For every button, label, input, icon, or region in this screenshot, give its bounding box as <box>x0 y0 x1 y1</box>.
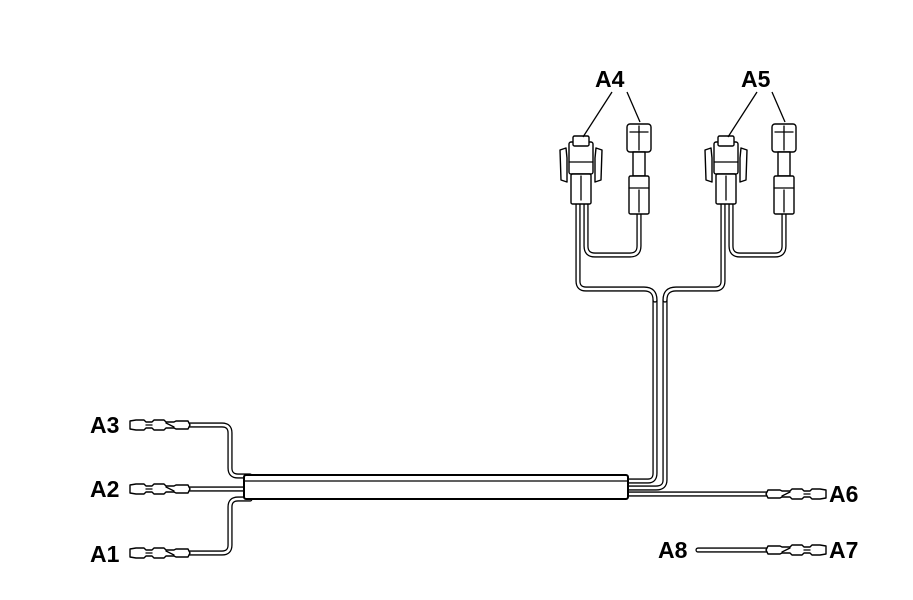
terminal-a2 <box>129 483 191 495</box>
connector-a4-plug <box>626 123 652 215</box>
wire-to-a4 <box>575 197 658 303</box>
terminal-a7 <box>765 544 827 556</box>
label-a8: A8 <box>658 537 688 563</box>
label-a3: A3 <box>90 412 119 438</box>
label-a7: A7 <box>829 537 858 563</box>
trunk-riser <box>617 297 668 491</box>
label-a4: A4 <box>595 66 625 92</box>
label-a5: A5 <box>741 66 771 92</box>
terminal-a3 <box>129 419 191 431</box>
connector-a4-latch <box>559 135 603 205</box>
label-a6: A6 <box>829 481 858 507</box>
wire-to-a5 <box>662 197 787 303</box>
wire-a1 <box>187 496 253 556</box>
leader-a5 <box>727 91 786 138</box>
leader-a4 <box>582 91 641 138</box>
connector-a5-plug <box>771 123 797 215</box>
wire-a3 <box>187 422 253 479</box>
terminal-a1 <box>129 547 191 559</box>
harness-sleeve <box>243 474 629 500</box>
connector-a5-latch <box>704 135 748 205</box>
label-a1: A1 <box>90 541 120 567</box>
terminal-a6 <box>765 488 827 500</box>
label-a2: A2 <box>90 476 119 502</box>
